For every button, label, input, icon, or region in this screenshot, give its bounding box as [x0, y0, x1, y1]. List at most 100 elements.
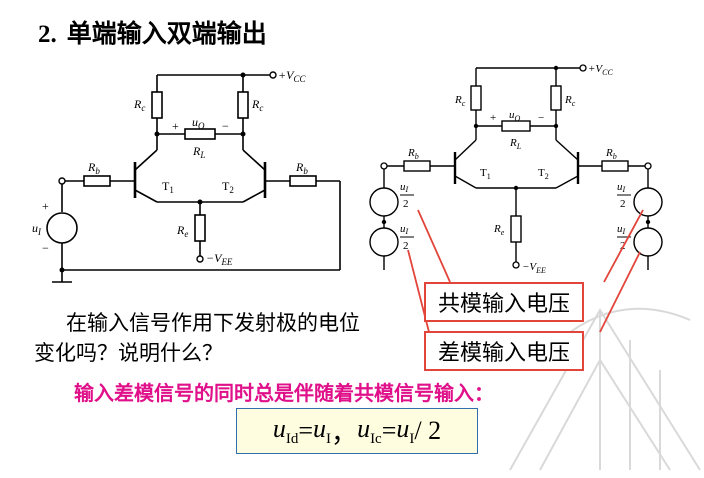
- right-vcc-terminal: [579, 64, 587, 72]
- question-text: 在输入信号作用下发射极的电位变化吗？说明什么？: [34, 311, 360, 365]
- svg-text:2: 2: [403, 240, 409, 252]
- half-input-3: uI 2: [617, 181, 631, 210]
- diff-mode-callout: 差模输入电压: [424, 331, 585, 371]
- right-uo-label: u: [509, 109, 515, 121]
- right-re-label: R: [493, 223, 501, 235]
- ui-label: u: [32, 221, 38, 235]
- rc1-label: R: [133, 97, 142, 111]
- right-rb1-label: R: [407, 147, 415, 159]
- right-uo-minus: −: [538, 112, 544, 124]
- right-vcc-label: +V: [588, 63, 603, 75]
- formula-uic: uIc: [357, 413, 382, 448]
- right-src4: [633, 227, 663, 257]
- uo-plus: +: [172, 119, 179, 133]
- right-rl-label: R: [509, 137, 517, 149]
- svg-text:+VCC: +VCC: [278, 68, 306, 84]
- svg-text:RL: RL: [509, 137, 522, 151]
- svg-text:2: 2: [403, 198, 409, 210]
- svg-text:uI: uI: [617, 223, 626, 236]
- title-number: 2.: [38, 21, 57, 48]
- right-rc2-label: R: [564, 94, 572, 106]
- svg-text:Rb: Rb: [605, 147, 617, 161]
- common-mode-callout: 共模输入电压: [424, 282, 585, 322]
- svg-text:Rc: Rc: [564, 94, 576, 108]
- svg-text:uI: uI: [400, 181, 409, 194]
- right-src1: [369, 187, 399, 217]
- vcc-label: +V: [278, 68, 295, 82]
- svg-text:+VCC: +VCC: [588, 63, 613, 77]
- right-rc1-resistor: [470, 85, 482, 111]
- right-input-terminal-right: [644, 162, 652, 170]
- svg-text:Rc: Rc: [454, 94, 466, 108]
- ui-source: [46, 212, 78, 244]
- svg-text:2: 2: [620, 198, 626, 210]
- slide-title: 2. 单端输入双端输出: [38, 14, 267, 50]
- input-terminal: [58, 177, 66, 185]
- right-circuit-labels: +VCC Rc Rc uO RL Rb Rb Re −VEE: [407, 63, 617, 275]
- svg-text:uI: uI: [400, 223, 409, 236]
- right-re-resistor: [510, 215, 522, 243]
- left-circuit-labels: +VCC Rc Rc uO RL Rb Rb Re −VEE uI: [32, 68, 308, 267]
- right-vee-label: −V: [522, 261, 537, 273]
- formula-box: uId = uI ， uIc = uI / 2: [236, 408, 478, 454]
- rc2-resistor: [237, 91, 249, 119]
- right-rb2-resistor: [601, 160, 629, 172]
- half-input-2: uI 2: [400, 223, 414, 252]
- svg-text:T2: T2: [538, 167, 549, 181]
- svg-text:uI: uI: [32, 221, 42, 237]
- vcc-terminal: [269, 71, 277, 79]
- re-label: R: [176, 223, 185, 237]
- title-text: 单端输入双端输出: [66, 19, 267, 48]
- t1-label: T: [162, 179, 170, 193]
- svg-text:T1: T1: [480, 167, 491, 181]
- svg-text:Rb: Rb: [407, 147, 419, 161]
- rb1-resistor: [83, 175, 111, 187]
- svg-text:RL: RL: [192, 144, 205, 160]
- right-t1-label: T: [480, 167, 487, 179]
- svg-text:uO: uO: [509, 109, 521, 123]
- svg-text:Rc: Rc: [251, 97, 263, 113]
- right-t2-label: T: [538, 167, 545, 179]
- right-rc2-resistor: [550, 85, 562, 111]
- formula-uid: uId: [272, 413, 299, 448]
- callout-leaders: [407, 209, 644, 337]
- right-uo-plus: +: [490, 112, 496, 124]
- vee-terminal: [196, 255, 204, 263]
- uo-label: u: [192, 115, 198, 129]
- svg-text:Re: Re: [493, 223, 505, 237]
- uo-minus: −: [222, 119, 229, 133]
- formula-ui1: uI: [313, 413, 332, 448]
- svg-text:T2: T2: [222, 179, 234, 195]
- rb2-label: R: [295, 160, 304, 174]
- half-input-1: uI 2: [400, 181, 414, 210]
- right-src2: [369, 227, 399, 257]
- svg-text:Rb: Rb: [87, 160, 100, 176]
- right-circuit: [369, 67, 663, 270]
- right-circuit-dots: [381, 65, 651, 225]
- t2-label: T: [222, 179, 230, 193]
- rb1-label: R: [87, 160, 96, 174]
- svg-text:Rc: Rc: [133, 97, 145, 113]
- svg-text:T1: T1: [162, 179, 174, 195]
- svg-text:−VEE: −VEE: [206, 251, 233, 267]
- left-circuit-upright-labels: T1 T2 + − + −: [42, 119, 234, 255]
- right-rb2-label: R: [605, 147, 613, 159]
- rl-label: R: [192, 144, 201, 158]
- svg-text:Re: Re: [176, 223, 188, 239]
- right-circuit-upright-labels: T1 T2 + −: [480, 112, 549, 181]
- conclusion-text: 输入差模信号的同时总是伴随着共模信号输入：: [74, 381, 494, 405]
- left-circuit-dots: [59, 72, 246, 273]
- svg-text:uI: uI: [617, 181, 626, 194]
- right-input-terminal-left: [380, 162, 388, 170]
- svg-text:uO: uO: [192, 115, 205, 131]
- ui-minus: −: [42, 241, 49, 255]
- rc1-resistor: [151, 91, 163, 119]
- re-resistor: [194, 214, 206, 242]
- right-vee-terminal: [512, 261, 520, 269]
- formula-ui2: uI: [396, 413, 415, 448]
- vee-label: −V: [206, 251, 223, 265]
- rc2-label: R: [251, 97, 260, 111]
- right-rc1-label: R: [454, 94, 462, 106]
- svg-text:Rb: Rb: [295, 160, 308, 176]
